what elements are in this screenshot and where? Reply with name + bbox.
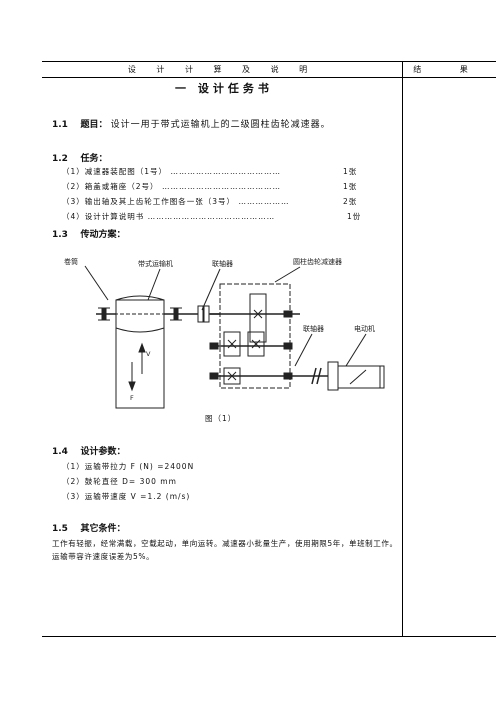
section-1-3: 1.3 传动方案： xyxy=(52,227,126,240)
section-heading: 传动方案： xyxy=(80,230,126,240)
task-qty-3: 2张 xyxy=(343,197,358,206)
section-heading: 其它条件： xyxy=(80,524,126,534)
document-title: 一 设计任务书 xyxy=(175,82,273,95)
section-1-2: 1.2 任务： xyxy=(52,151,108,164)
section-1-1: 1.1 题目： 设计一用于带式运输机上的二级圆柱齿轮减速器。 xyxy=(52,117,331,130)
section-heading: 题目： xyxy=(80,120,108,130)
task-text: （3）输出轴及其上齿轮工作图各一张（3号） xyxy=(62,197,236,206)
task-item-4: （4）设计计算说明书 ……………………………………… xyxy=(62,211,275,222)
column-divider xyxy=(402,62,403,636)
leader-motor xyxy=(345,333,367,367)
task-qty-2: 1张 xyxy=(343,182,358,191)
motor xyxy=(327,361,385,391)
page-frame: 设 计 计 算 及 说 明 结 果 xyxy=(42,61,496,637)
label-reducer: 圆柱齿轮减速器 xyxy=(293,257,342,266)
task-text: （4）设计计算说明书 xyxy=(62,212,145,221)
task-qty-1: 1张 xyxy=(343,167,358,176)
reducer-housing xyxy=(209,283,328,389)
header-calc-title: 设 计 计 算 及 说 明 xyxy=(127,65,317,74)
section-heading: 任务： xyxy=(80,154,108,164)
section-1-5: 1.5 其它条件： xyxy=(52,521,126,534)
label-conveyor: 带式运输机 xyxy=(138,259,173,268)
task-item-2: （2）箱盖或箱座（2号） …………………………………… xyxy=(62,181,281,192)
section-number: 1.4 xyxy=(52,447,68,457)
leader-conveyor xyxy=(147,268,161,301)
label-v: V xyxy=(146,350,151,358)
label-f: F xyxy=(130,394,134,402)
header-result-title: 结 果 xyxy=(413,65,486,74)
section-text: 设计一用于带式运输机上的二级圆柱齿轮减速器。 xyxy=(110,120,331,130)
section-number: 1.2 xyxy=(52,154,68,164)
leader-dots: ……………… xyxy=(238,197,290,206)
label-motor: 电动机 xyxy=(354,324,375,333)
task-item-3: （3）输出轴及其上齿轮工作图各一张（3号） ……………… xyxy=(62,196,289,207)
label-drum: 卷筒 xyxy=(64,257,78,266)
coupling-2 xyxy=(311,367,322,385)
leader-dots: ……………………………………… xyxy=(147,212,276,221)
leader-dots: ………………………………… xyxy=(170,167,281,176)
leader-coupling-2 xyxy=(294,333,313,367)
leader-coupling-1 xyxy=(201,268,221,311)
header-row: 设 计 计 算 及 说 明 结 果 xyxy=(42,62,496,78)
figure-caption: 图（1） xyxy=(205,414,237,423)
other-conditions-text: 工作有轻振，经常满载，空载起动，单向运转。减速器小批量生产，使用期限5年，单班制… xyxy=(52,539,398,561)
leader-reducer xyxy=(274,266,301,283)
drum-conveyor xyxy=(96,295,198,409)
transmission-diagram: 卷筒 带式运输机 联轴器 圆柱齿轮减速器 联轴器 电动机 V F xyxy=(64,257,385,409)
param-item-3: （3）运输带速度 V =1.2 (m/s) xyxy=(62,492,191,501)
section-1-4: 1.4 设计参数： xyxy=(52,444,126,457)
section-number: 1.3 xyxy=(52,230,68,240)
label-coupling-2: 联轴器 xyxy=(303,324,324,333)
leader-drum xyxy=(84,265,109,301)
section-number: 1.1 xyxy=(52,120,68,130)
leader-dots: …………………………………… xyxy=(161,182,281,191)
task-text: （1）减速器装配图（1号） xyxy=(62,167,168,176)
task-qty-4: 1份 xyxy=(347,212,362,221)
param-item-1: （1）运输带拉力 F (N) =2400N xyxy=(62,462,195,471)
label-coupling-1: 联轴器 xyxy=(212,259,233,268)
section-heading: 设计参数： xyxy=(80,447,126,457)
section-number: 1.5 xyxy=(52,524,68,534)
task-text: （2）箱盖或箱座（2号） xyxy=(62,182,159,191)
param-item-2: （2）鼓轮直径 D= 300 mm xyxy=(62,477,177,486)
task-item-1: （1）减速器装配图（1号） ………………………………… xyxy=(62,166,281,177)
